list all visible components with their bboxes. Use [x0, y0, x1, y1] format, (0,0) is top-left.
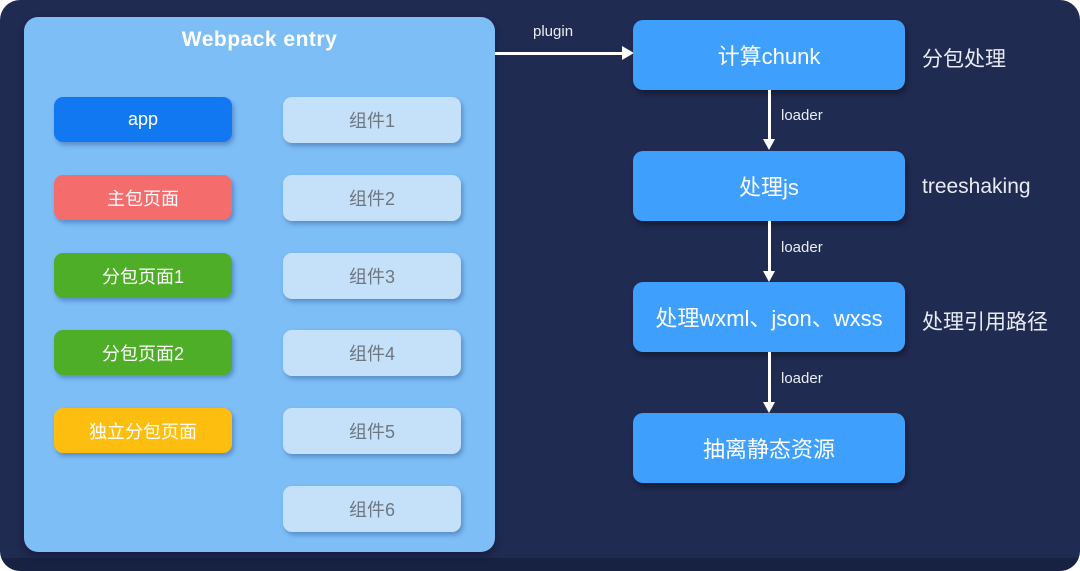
note-treeshaking: treeshaking — [922, 175, 1031, 198]
component-node-5: 组件5 — [283, 408, 461, 454]
plugin-arrow-shaft — [495, 52, 623, 55]
plugin-arrow-head — [622, 46, 634, 60]
plugin-arrow-label: plugin — [533, 23, 574, 40]
entry-node-main-package-pages: 主包页面 — [54, 175, 232, 220]
component-node-2: 组件2 — [283, 175, 461, 221]
component-node-6: 组件6 — [283, 486, 461, 532]
loader-arrow-3-label: loader — [781, 370, 823, 387]
note-reference-path-processing: 处理引用路径 — [922, 311, 1048, 334]
loader-arrow-2-label: loader — [781, 239, 823, 256]
component-node-1: 组件1 — [283, 97, 461, 143]
loader-arrow-3-shaft — [768, 352, 771, 403]
loader-arrow-1-head — [763, 139, 775, 150]
webpack-entry-panel: Webpack entry app 主包页面 分包页面1 分包页面2 独立分包页… — [24, 17, 495, 552]
entry-node-subpackage-pages-1: 分包页面1 — [54, 253, 232, 298]
loader-arrow-1-label: loader — [781, 107, 823, 124]
loader-arrow-2-head — [763, 271, 775, 282]
note-subpackage-processing: 分包处理 — [922, 48, 1006, 71]
component-node-4: 组件4 — [283, 330, 461, 376]
entry-node-app: app — [54, 97, 232, 142]
panel-title: Webpack entry — [181, 28, 338, 51]
flow-node-process-js: 处理js — [633, 151, 905, 221]
flow-node-extract-static-assets: 抽离静态资源 — [633, 413, 905, 483]
flow-node-compute-chunk: 计算chunk — [633, 20, 905, 90]
entry-node-independent-subpackage-pages: 独立分包页面 — [54, 408, 232, 453]
loader-arrow-3-head — [763, 402, 775, 413]
loader-arrow-2-shaft — [768, 221, 771, 271]
component-node-3: 组件3 — [283, 253, 461, 299]
entry-node-subpackage-pages-2: 分包页面2 — [54, 330, 232, 375]
flow-node-process-wxml-json-wxss: 处理wxml、json、wxss — [633, 282, 905, 352]
loader-arrow-1-shaft — [768, 90, 771, 139]
